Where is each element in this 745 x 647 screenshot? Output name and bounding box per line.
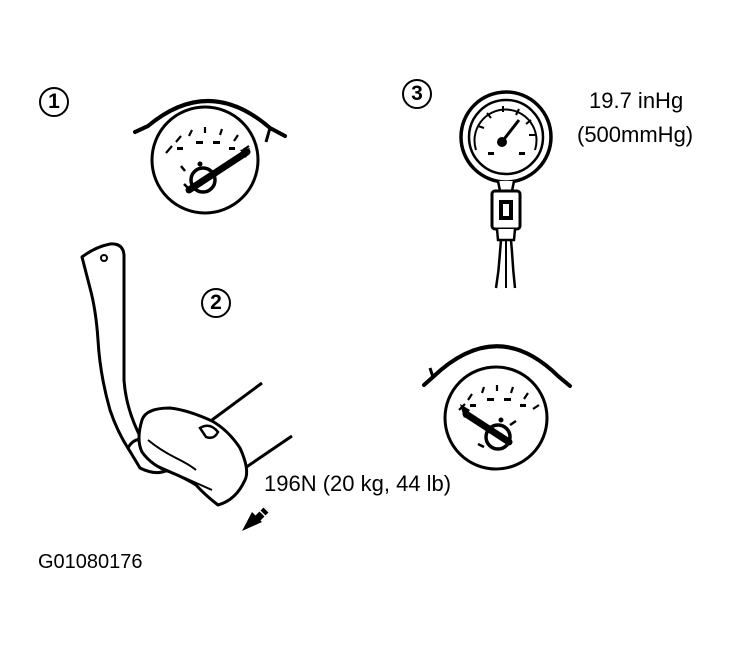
figure-id: G01080176 [38,551,143,573]
pedal-force-label: 196N (20 kg, 44 lb) [264,471,452,496]
force-arrow [242,504,271,531]
gauge-scale-ticks [165,127,250,154]
driver-foot [137,381,293,507]
step-3-number: 3 [411,82,423,105]
booster-gauge-initial [133,99,287,215]
vacuum-gauge [459,90,553,289]
step-1-number: 1 [48,90,60,113]
step-1-marker: 1 [39,87,69,117]
booster-gauge-after-test [422,344,572,471]
step-3-marker: 3 [402,79,432,109]
vacuum-reading-mmhg: (500mmHg) [577,122,694,147]
step-2-marker: 2 [201,288,231,318]
step-2-number: 2 [210,291,222,314]
vacuum-reading-inhg: 19.7 inHg [589,88,684,113]
